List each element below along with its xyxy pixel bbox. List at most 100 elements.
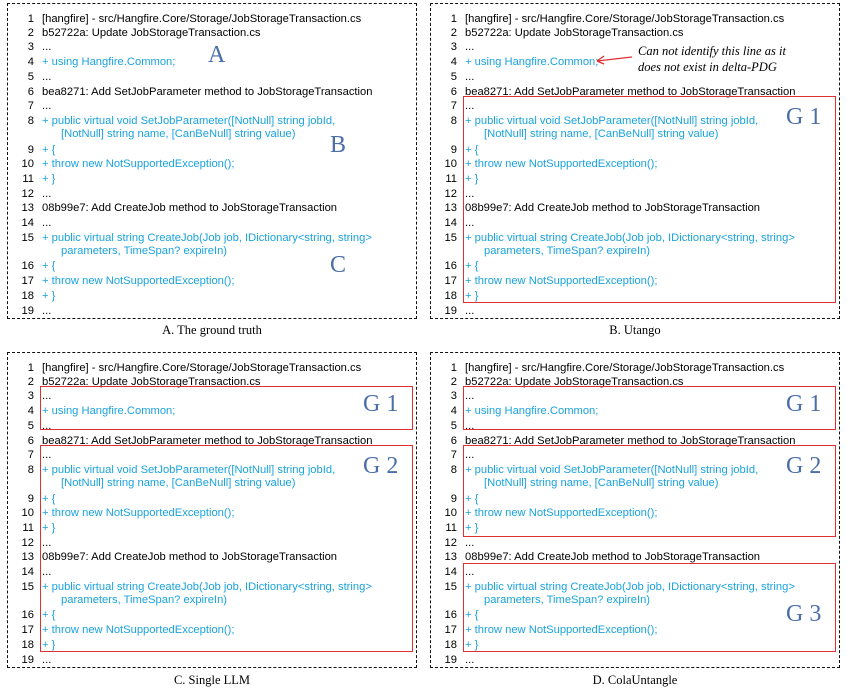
line-number: 9 [27, 492, 34, 505]
line-text: ... [42, 449, 52, 462]
line-number: 5 [27, 70, 34, 83]
line-number: 19 [21, 653, 34, 666]
line-text: + } [465, 172, 479, 185]
line-number: 6 [450, 85, 457, 98]
label-a: A [208, 42, 226, 68]
line-number: 12 [21, 187, 34, 200]
line-number: 10 [444, 507, 457, 520]
line-text: ... [465, 217, 475, 230]
line-number: 2 [450, 26, 457, 39]
code-line: 17 + throw new NotSupportedException(); [8, 273, 235, 290]
line-number: 4 [27, 405, 34, 418]
code-line: 15 + public virtual string CreateJob(Job … [8, 229, 372, 246]
line-text: + } [465, 521, 479, 534]
code-line: 8 + public virtual void SetJobParameter([… [8, 112, 335, 129]
code-line: 11 + } [431, 519, 478, 536]
line-number: 1 [450, 12, 457, 25]
code-line: 16+ { [431, 258, 479, 275]
line-number: 15 [21, 231, 34, 244]
line-text: + } [42, 521, 56, 534]
line-text: + using Hangfire.Common; [465, 56, 599, 69]
line-number: 18 [444, 289, 457, 302]
code-line: 9+ { [431, 490, 479, 507]
line-text: ... [465, 41, 475, 54]
line-text: [hangfire] - src/Hangfire.Core/Storage/J… [465, 12, 785, 25]
line-number: 11 [445, 521, 457, 534]
line-number: 8 [450, 463, 457, 476]
code-line-continuation: parameters, TimeSpan? expireIn) [61, 594, 228, 607]
line-number: 13 [21, 551, 34, 564]
code-line: 19... [431, 302, 475, 319]
line-text: + throw new NotSupportedException(); [465, 624, 658, 637]
line-text: ... [42, 536, 52, 549]
line-text: ... [42, 566, 52, 579]
line-number: 6 [450, 434, 457, 447]
line-text: 08b99e7: Add CreateJob method to JobStor… [42, 202, 338, 215]
line-number: 18 [21, 289, 34, 302]
panel-caption: D. ColaUntangle [592, 673, 678, 687]
line-number: 19 [444, 304, 457, 317]
code-line: 16+ { [8, 258, 56, 275]
line-text: bea8271: Add SetJobParameter method to J… [465, 434, 796, 447]
line-text: + public virtual void SetJobParameter([N… [42, 114, 336, 127]
group-label-g1: G 1 [786, 104, 822, 130]
line-number: 5 [27, 419, 34, 432]
line-text: + using Hangfire.Common; [42, 56, 176, 69]
code-line: 6 bea8271: Add SetJobParameter method to … [431, 432, 796, 449]
line-text: + using Hangfire.Common; [465, 405, 599, 418]
line-number: 18 [21, 638, 34, 651]
code-line: 10 + throw new NotSupportedException(); [8, 505, 235, 522]
line-text: + public virtual string CreateJob(Job jo… [465, 231, 795, 244]
code-line: 15+ public virtual string CreateJob(Job … [431, 578, 795, 595]
code-line: 12... [8, 534, 52, 551]
group-label-g2: G 2 [786, 453, 822, 479]
line-number: 12 [21, 536, 34, 549]
line-text: + public virtual string CreateJob(Job jo… [42, 231, 372, 244]
code-line: 17+ throw new NotSupportedException(); [431, 622, 658, 639]
line-number: 17 [21, 624, 34, 637]
line-number: 4 [27, 56, 34, 69]
line-text: b52722a: Update JobStorageTransaction.cs [42, 375, 261, 388]
code-line: 14... [8, 564, 52, 581]
line-text: + } [465, 638, 479, 651]
code-line: 11+ } [431, 170, 478, 187]
line-text: + throw new NotSupportedException(); [42, 507, 235, 520]
line-number: 2 [27, 375, 34, 388]
group-label-g1: G 1 [363, 391, 399, 417]
code-line-continuation: [NotNull] string name, [CanBeNull] strin… [484, 128, 719, 141]
line-text: [hangfire] - src/Hangfire.Core/Storage/J… [465, 361, 785, 374]
line-text: + throw new NotSupportedException(); [42, 275, 235, 288]
line-text: bea8271: Add SetJobParameter method to J… [42, 85, 373, 98]
group-box [463, 96, 836, 303]
line-text: ... [465, 390, 475, 403]
line-text: ... [42, 217, 52, 230]
line-text: bea8271: Add SetJobParameter method to J… [465, 85, 796, 98]
code-line: 19... [8, 302, 52, 319]
line-text: b52722a: Update JobStorageTransaction.cs [42, 26, 261, 39]
code-line: 6 bea8271: Add SetJobParameter method to … [431, 83, 796, 100]
code-line: 9+ { [431, 141, 479, 158]
line-number: 3 [450, 41, 457, 54]
line-number: 10 [21, 507, 34, 520]
line-text: ... [42, 100, 52, 113]
group-label-g1: G 1 [786, 391, 822, 417]
code-line: 3... [431, 388, 475, 405]
line-number: 4 [450, 405, 457, 418]
line-text: + throw new NotSupportedException(); [465, 158, 658, 171]
line-number: 8 [27, 114, 34, 127]
arrow-icon [596, 55, 633, 65]
line-number: 17 [21, 275, 34, 288]
line-text: ... [465, 304, 475, 317]
code-line-continuation: parameters, TimeSpan? expireIn) [484, 245, 651, 258]
line-text: + { [42, 492, 56, 505]
line-number: 19 [444, 653, 457, 666]
line-number: 4 [450, 56, 457, 69]
line-number: 15 [444, 231, 457, 244]
code-line: 12... [431, 185, 475, 202]
panel-a: 1[hangfire] - src/Hangfire.Core/Storage/… [7, 3, 417, 319]
annotation-note: Can not identify this line as it [638, 44, 786, 58]
line-text: 08b99e7: Add CreateJob method to JobStor… [42, 551, 338, 564]
line-number: 14 [444, 566, 457, 579]
code-line: 10+ throw new NotSupportedException(); [431, 156, 658, 173]
